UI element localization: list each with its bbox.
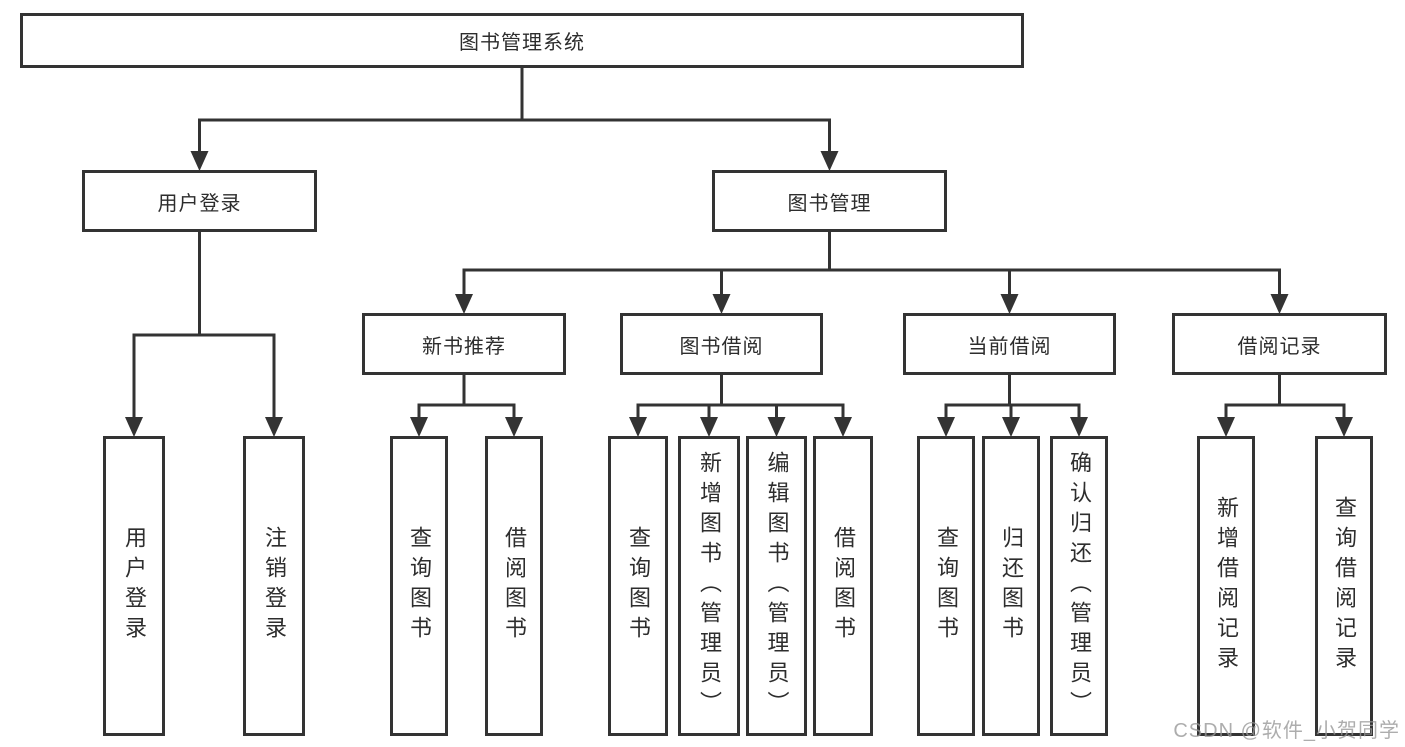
node-current-borrow: 当前借阅	[903, 313, 1116, 375]
node-label: 借阅记录	[1237, 335, 1322, 358]
node-label: 用户登录	[122, 526, 147, 646]
node-br-query: 查询借阅记录	[1315, 436, 1373, 736]
node-bb-borrow: 借阅图书	[813, 436, 873, 736]
node-cb-return: 归还图书	[982, 436, 1040, 736]
node-label: 确认归还（管理员）	[1067, 451, 1092, 721]
node-label: 图书管理系统	[459, 32, 585, 54]
connectors	[125, 68, 1353, 437]
node-label: 新增图书（管理员）	[697, 451, 722, 721]
node-br-add: 新增借阅记录	[1197, 436, 1255, 736]
node-root: 图书管理系统	[20, 13, 1024, 68]
node-label: 编辑图书（管理员）	[764, 451, 790, 721]
node-label: 查询借阅记录	[1332, 496, 1357, 676]
node-bb-add: 新增图书（管理员）	[678, 436, 740, 736]
node-label: 查询图书	[626, 526, 651, 646]
node-book-borrow: 图书借阅	[620, 313, 823, 375]
node-label: 图书管理	[787, 192, 872, 215]
node-label: 用户登录	[157, 192, 242, 215]
node-leaf-logout: 注销登录	[243, 436, 305, 736]
node-label: 归还图书	[999, 526, 1024, 646]
watermark: CSDN @软件_小贺同学	[1173, 720, 1400, 742]
node-label: 借阅图书	[831, 526, 856, 646]
node-label: 注销登录	[262, 526, 287, 646]
node-bb-edit: 编辑图书（管理员）	[746, 436, 807, 736]
node-label: 新增借阅记录	[1214, 496, 1239, 676]
node-label: 查询图书	[407, 526, 432, 646]
node-new-book-rec: 新书推荐	[362, 313, 566, 375]
node-book-mgmt: 图书管理	[712, 170, 947, 232]
node-label: 图书借阅	[679, 335, 764, 358]
node-nbr-query: 查询图书	[390, 436, 448, 736]
node-cb-query: 查询图书	[917, 436, 975, 736]
node-label: 查询图书	[934, 526, 959, 646]
node-nbr-borrow: 借阅图书	[485, 436, 543, 736]
node-cb-confirm: 确认归还（管理员）	[1050, 436, 1108, 736]
node-borrow-records: 借阅记录	[1172, 313, 1387, 375]
node-label: 当前借阅	[967, 335, 1052, 358]
node-label: 新书推荐	[422, 335, 506, 358]
node-bb-query: 查询图书	[608, 436, 668, 736]
node-label: 借阅图书	[502, 526, 527, 646]
node-leaf-user-login: 用户登录	[103, 436, 165, 736]
node-user-login: 用户登录	[82, 170, 317, 232]
